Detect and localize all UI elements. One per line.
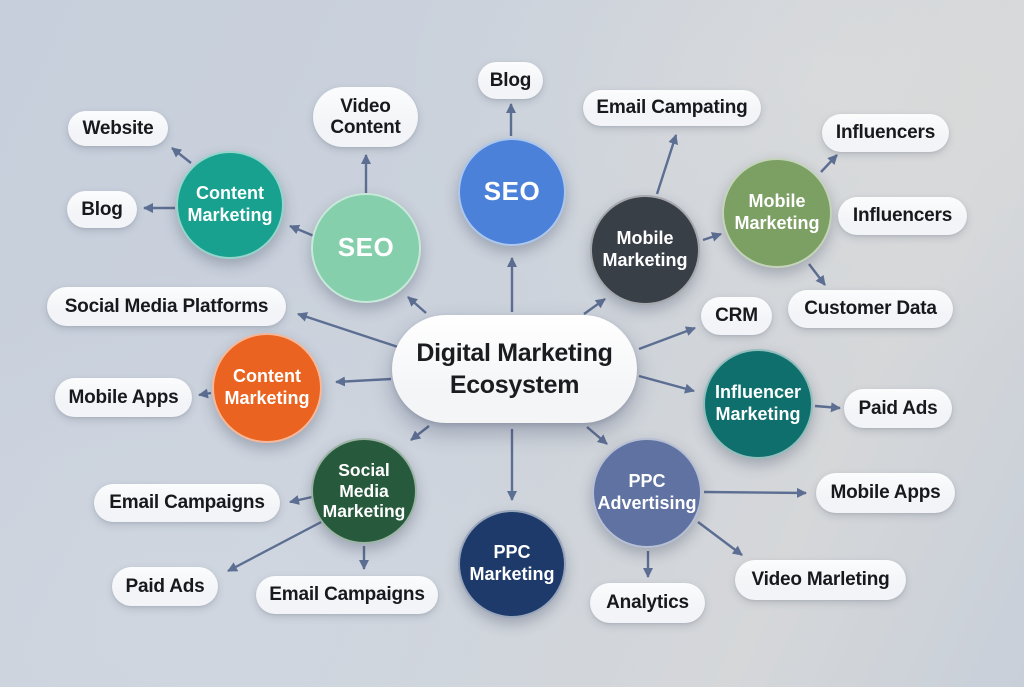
arrow-ppc-advertising-to-video-marleting	[697, 521, 743, 556]
leaf-crm: CRM	[701, 297, 772, 335]
arrow-social-media-marketing-to-paid-ads	[227, 518, 326, 573]
leaf-social-media-platforms: Social Media Platforms	[47, 287, 286, 326]
node-content-marketing-teal: Content Marketing	[176, 151, 284, 259]
arrow-mobile-marketing-dark-to-email-campating	[655, 134, 679, 195]
arrow-influencer-marketing-to-paid-ads	[814, 402, 841, 413]
arrow-center-to-influencer-marketing	[638, 374, 695, 394]
leaf-video-content: Video Content	[313, 87, 418, 147]
leaf-analytics: Analytics	[590, 583, 705, 623]
arrow-seo-mint-to-content-marketing	[289, 224, 315, 238]
arrow-center-to-crm	[638, 326, 696, 351]
arrow-mobile-marketing-green-to-influencers	[820, 154, 838, 173]
arrow-mobile-marketing-dark-to-mobile-marketing-green	[702, 232, 722, 242]
node-mobile-marketing-green: Mobile Marketing	[722, 158, 832, 268]
leaf-website: Website	[68, 111, 168, 146]
leaf-paid-ads-left: Paid Ads	[112, 567, 218, 606]
node-influencer-marketing: Influencer Marketing	[703, 349, 813, 459]
arrow-center-to-seo-mint	[407, 296, 427, 314]
node-ppc-advertising: PPC Advertising	[592, 438, 702, 548]
leaf-blog-top: Blog	[478, 62, 543, 99]
node-mobile-marketing-dark: Mobile Marketing	[590, 195, 700, 305]
leaf-mobile-apps-right: Mobile Apps	[816, 473, 955, 513]
leaf-paid-ads-right: Paid Ads	[844, 389, 952, 428]
leaf-customer-data: Customer Data	[788, 290, 953, 328]
arrow-center-to-mobile-marketing-dark	[583, 298, 606, 315]
arrow-content-marketing-to-website	[171, 147, 192, 164]
node-seo-mint: SEO	[311, 193, 421, 303]
leaf-influencers-mid: Influencers	[838, 197, 967, 235]
leaf-email-campaigns-bottom: Email Campaigns	[256, 576, 438, 614]
arrow-content-marketing-orange-to-mobile-apps	[198, 388, 212, 399]
center-node-digital-marketing-ecosystem: Digital Marketing Ecosystem	[392, 315, 637, 423]
leaf-blog-left: Blog	[67, 191, 137, 228]
arrow-social-media-marketing-to-email-campaigns-left	[289, 495, 313, 505]
leaf-video-marleting: Video Marleting	[735, 560, 906, 600]
arrow-ppc-advertising-to-mobile-apps	[703, 487, 807, 498]
node-seo-blue: SEO	[458, 138, 566, 246]
leaf-mobile-apps-left: Mobile Apps	[55, 378, 192, 417]
leaf-email-campating: Email Campating	[583, 90, 761, 126]
arrow-center-to-content-marketing-orange	[335, 376, 392, 387]
arrow-center-to-social-media-platforms	[297, 312, 399, 349]
arrow-center-to-social-media-marketing	[410, 425, 430, 441]
leaf-email-campaigns-left: Email Campaigns	[94, 484, 280, 522]
node-ppc-marketing: PPC Marketing	[458, 510, 566, 618]
node-content-marketing-orange: Content Marketing	[212, 333, 322, 443]
node-social-media-marketing: Social Media Marketing	[311, 438, 417, 544]
arrow-center-to-ppc-advertising	[586, 426, 608, 445]
arrow-mobile-marketing-green-to-customer-data	[808, 263, 826, 286]
leaf-influencers-top: Influencers	[822, 114, 949, 152]
